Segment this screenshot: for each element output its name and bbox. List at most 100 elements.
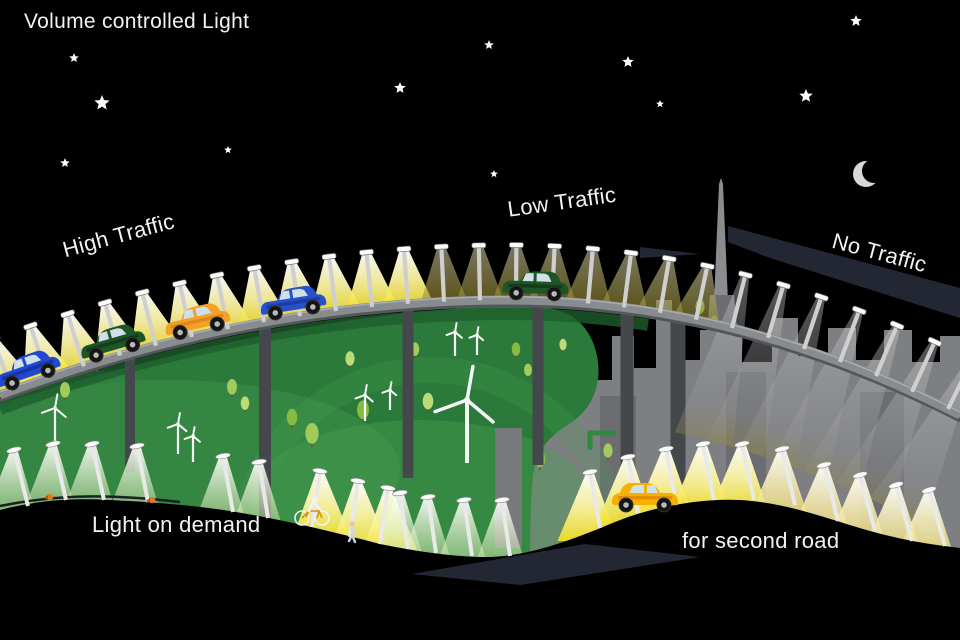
tree-icon <box>357 400 369 420</box>
dark-hill-band <box>640 247 700 258</box>
car-window <box>536 273 552 282</box>
street-lamp-post <box>401 248 411 304</box>
turbine-blade <box>54 407 67 418</box>
street-lamp-head <box>251 458 267 466</box>
star-icon <box>490 170 498 178</box>
car-wheel-hub <box>661 502 667 508</box>
street-lamp-head <box>433 243 449 250</box>
tree-icon <box>345 351 355 366</box>
lamp-light-cone-off <box>804 323 901 494</box>
tree-icon <box>559 338 567 351</box>
car-window <box>24 354 42 366</box>
wind-turbine-icon <box>381 381 398 410</box>
car <box>0 350 61 391</box>
street-lamp-head <box>620 453 636 461</box>
page-title: Volume controlled Light <box>24 10 250 33</box>
street-lamp-post <box>838 309 862 363</box>
street-lamp-head <box>456 496 472 504</box>
car-stripe <box>508 283 563 289</box>
street-lamp-head <box>888 481 904 489</box>
wind-turbine-icon <box>166 412 188 454</box>
car-wheel-hub <box>45 367 51 374</box>
tree-icon <box>422 392 434 410</box>
lamp-light-cone-pale <box>435 500 489 569</box>
street-lamp-head <box>23 321 38 331</box>
street-lamp-head <box>97 298 113 307</box>
street-lamp-post <box>140 291 159 347</box>
street-lamp-post <box>588 471 602 529</box>
street-lamp-head <box>814 292 829 302</box>
street-lamp-post <box>12 449 30 507</box>
car-stripe <box>1 359 54 381</box>
turbine-blade <box>433 398 469 414</box>
lamp-light-cone-dim <box>564 248 612 308</box>
car-wheel-hub <box>177 329 183 336</box>
turbine-blade <box>40 407 56 414</box>
upper-lamp-posts <box>0 242 960 410</box>
street-lamp-post <box>729 274 748 329</box>
star-icon <box>622 56 634 67</box>
tower-spire <box>714 178 728 302</box>
tree-icon <box>305 423 319 444</box>
street-lamp-post <box>426 496 438 554</box>
street-lamp-post <box>701 443 716 501</box>
street-lamp-head <box>661 254 677 263</box>
street-lamp-head <box>129 442 145 450</box>
car-window <box>195 306 212 317</box>
tree-icon <box>286 408 298 426</box>
car-window <box>522 273 534 282</box>
street-lamp-head <box>582 468 598 476</box>
car-wheel-hub <box>623 502 629 508</box>
car-wheel-hub <box>551 291 557 297</box>
car-window <box>98 331 110 342</box>
pedestrian-body <box>347 525 358 544</box>
label-light-on-demand: Light on demand <box>92 512 261 537</box>
street-lamp-post <box>858 474 877 532</box>
car-wheel-hub <box>9 380 15 386</box>
street-lamp-head <box>776 280 791 290</box>
street-lamp-post <box>364 252 375 308</box>
street-lamp-head <box>738 270 753 279</box>
street-lamp-post <box>257 461 270 519</box>
cyclist <box>294 495 330 526</box>
street-lamp-head <box>84 440 100 448</box>
street-lamp-head <box>695 440 711 448</box>
street-lamp-head <box>774 445 790 453</box>
cars-upper-road <box>0 271 569 391</box>
street-lamp-post <box>398 492 410 550</box>
street-lamp-post <box>65 313 87 367</box>
star-icon <box>94 95 110 110</box>
street-lamp-head <box>172 279 187 288</box>
wind-turbine-icon <box>445 322 463 356</box>
turbine-hub <box>176 422 180 426</box>
street-lamp-head <box>312 467 328 475</box>
car-wheel-hub <box>272 310 279 316</box>
bird-tail <box>146 498 150 503</box>
street-lamp-head <box>321 253 337 260</box>
street-lamp-head <box>509 242 524 248</box>
street-lamp-post <box>221 455 235 513</box>
car <box>502 271 569 302</box>
rider-body <box>307 499 322 513</box>
street-lamp-head <box>396 245 412 253</box>
bicycle-wheel <box>314 510 330 526</box>
street-lamp-post <box>693 265 710 321</box>
street-lamp-post <box>822 464 840 522</box>
turbine-hub <box>388 388 392 392</box>
car-body <box>260 285 327 315</box>
lamp-light-cone-off <box>739 295 826 468</box>
street-lamp-head <box>246 264 262 272</box>
street-lamp-post <box>476 245 483 301</box>
street-lamp-post <box>90 443 106 501</box>
street-lamp-head <box>209 271 225 280</box>
bird-tail <box>44 495 48 500</box>
pedestrian <box>347 521 358 544</box>
street-lamp-post <box>765 284 786 339</box>
turbine-blade <box>177 412 181 425</box>
car-stripe <box>170 313 224 329</box>
car <box>260 285 327 321</box>
lamp-light-cone-pale <box>399 497 453 566</box>
car-wheel-hub <box>310 304 316 310</box>
car <box>81 324 146 363</box>
